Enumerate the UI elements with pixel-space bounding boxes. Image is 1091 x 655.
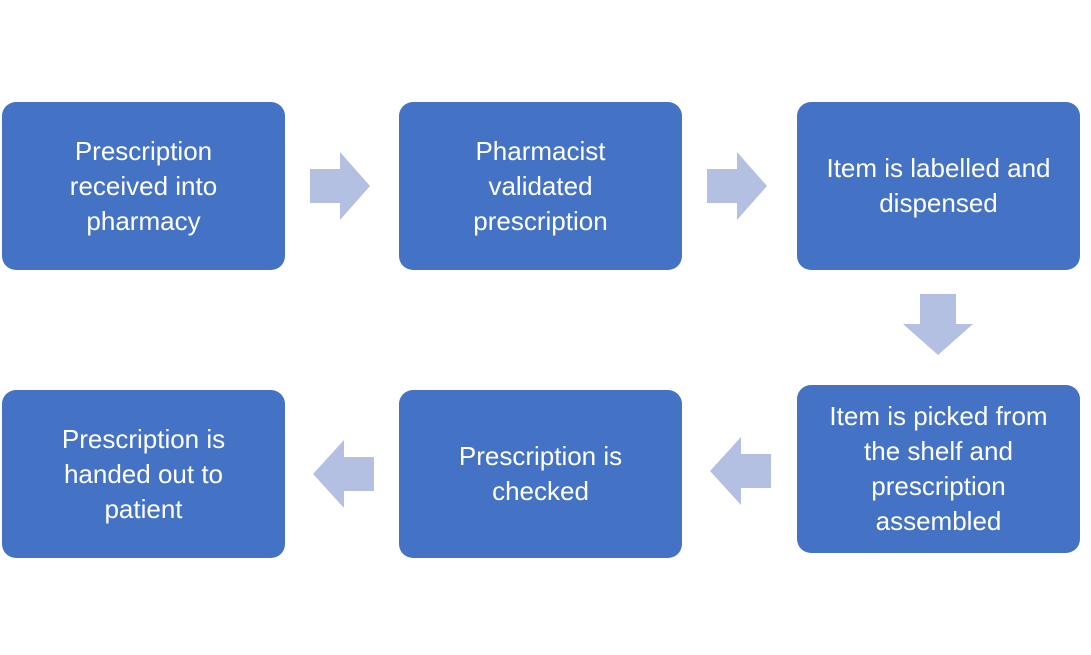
- node-prescription-checked: Prescription is checked: [399, 390, 682, 558]
- node-prescription-handed-out: Prescription is handed out to patient: [2, 390, 285, 558]
- node-prescription-received: Prescription received into pharmacy: [2, 102, 285, 270]
- node-label: Prescription is handed out to patient: [61, 423, 226, 524]
- node-label: Prescription received into pharmacy: [69, 135, 218, 236]
- arrow-down: [903, 294, 973, 355]
- node-label: Pharmacist validated prescription: [473, 135, 608, 236]
- node-item-labelled: Item is labelled and dispensed: [797, 102, 1080, 270]
- arrow-right: [310, 152, 370, 220]
- node-item-picked: Item is picked from the shelf and prescr…: [797, 385, 1080, 553]
- node-label: Item is picked from the shelf and prescr…: [829, 401, 1048, 536]
- node-pharmacist-validated: Pharmacist validated prescription: [399, 102, 682, 270]
- arrow-left: [313, 440, 374, 508]
- node-label: Prescription is checked: [458, 441, 623, 506]
- node-label: Item is labelled and dispensed: [826, 153, 1051, 218]
- arrow-right: [707, 152, 767, 220]
- arrow-left: [710, 437, 771, 505]
